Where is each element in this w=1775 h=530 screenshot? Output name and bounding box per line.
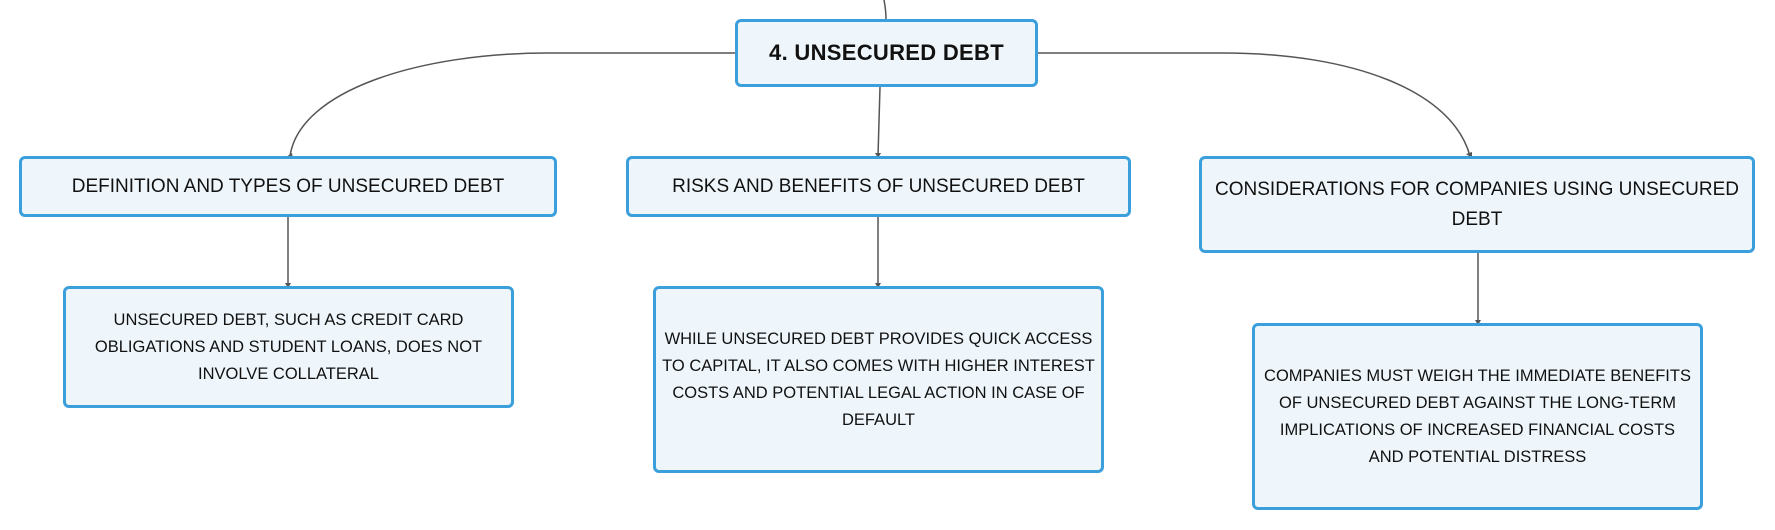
arrowhead-risks [875,153,881,158]
detail-node-risks-text: WHILE UNSECURED DEBT PROVIDES QUICK ACCE… [662,329,1095,429]
detail-node-definition[interactable]: UNSECURED DEBT, SUCH AS CREDIT CARD OBLI… [63,286,514,408]
arrowhead-risks-detail [875,283,881,288]
detail-node-considerations-text: COMPANIES MUST WEIGH THE IMMEDIATE BENEF… [1264,366,1691,466]
connector-root-to-considerations [1038,52,1471,157]
root-node[interactable]: 4. UNSECURED DEBT [735,19,1038,87]
branch-node-considerations[interactable]: CONSIDERATIONS FOR COMPANIES USING UNSEC… [1199,156,1755,253]
detail-node-risks[interactable]: WHILE UNSECURED DEBT PROVIDES QUICK ACCE… [653,286,1104,473]
branch-node-risks[interactable]: RISKS AND BENEFITS OF UNSECURED DEBT [626,156,1131,217]
branch-node-definition-label: DEFINITION AND TYPES OF UNSECURED DEBT [71,175,505,197]
root-node-label: 4. UNSECURED DEBT [769,40,1004,65]
detail-node-considerations[interactable]: COMPANIES MUST WEIGH THE IMMEDIATE BENEF… [1252,323,1703,510]
branch-node-considerations-label: CONSIDERATIONS FOR COMPANIES USING UNSEC… [1215,178,1739,230]
parent-connector [883,0,887,21]
connector-root-to-risks [877,86,881,157]
arrowhead-definition-detail [285,283,291,288]
branch-node-definition[interactable]: DEFINITION AND TYPES OF UNSECURED DEBT [19,156,557,217]
arrowhead-considerations-detail [1475,320,1481,325]
branch-node-risks-label: RISKS AND BENEFITS OF UNSECURED DEBT [672,175,1085,197]
connector-root-to-definition [289,52,735,157]
detail-node-definition-text: UNSECURED DEBT, SUCH AS CREDIT CARD OBLI… [94,310,483,383]
